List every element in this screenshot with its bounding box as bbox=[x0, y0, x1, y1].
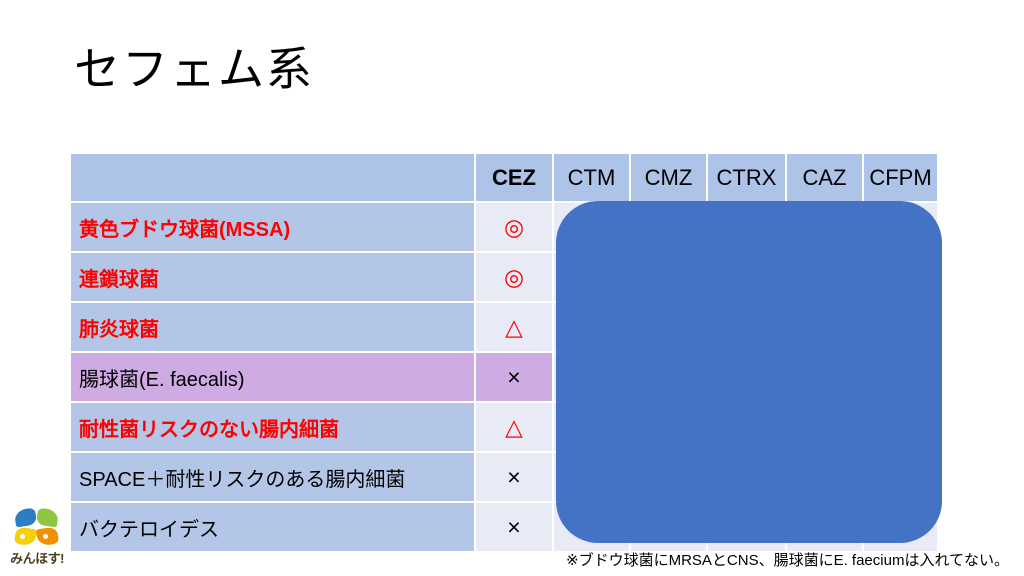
table-corner-cell bbox=[70, 153, 475, 202]
pinwheel-icon bbox=[13, 507, 60, 547]
column-header-cfpm: CFPM bbox=[863, 153, 938, 202]
blue-cover-overlay bbox=[556, 201, 942, 543]
cell-cez-mssa: ◎ bbox=[475, 202, 553, 252]
cell-cez-enterococcus-faecalis: × bbox=[475, 352, 553, 402]
petal-bottom-left-icon bbox=[13, 526, 38, 547]
cell-cez-pneumococcus: △ bbox=[475, 302, 553, 352]
footnote-text: ※ブドウ球菌にMRSAとCNS、腸球菌にE. faeciumは入れてない。 bbox=[566, 552, 1009, 569]
cell-cez-enterobacteriaceae-no-risk: △ bbox=[475, 402, 553, 452]
column-header-ctrx: CTRX bbox=[707, 153, 786, 202]
row-label-enterococcus-faecalis: 腸球菌(E. faecalis) bbox=[70, 352, 475, 402]
column-header-cmz: CMZ bbox=[630, 153, 707, 202]
petal-top-right-icon bbox=[35, 507, 60, 528]
cell-cez-space-resistant: × bbox=[475, 452, 553, 502]
table-header-row: CEZ CTM CMZ CTRX CAZ CFPM bbox=[70, 153, 938, 202]
page-title: セフェム系 bbox=[74, 43, 314, 95]
brand-logo: みんほす! bbox=[6, 507, 68, 571]
cell-cez-streptococcus: ◎ bbox=[475, 252, 553, 302]
row-label-space-resistant: SPACE＋耐性リスクのある腸内細菌 bbox=[70, 452, 475, 502]
brand-logo-text: みんほす! bbox=[10, 551, 64, 566]
row-label-pneumococcus: 肺炎球菌 bbox=[70, 302, 475, 352]
row-label-bacteroides: バクテロイデス bbox=[70, 502, 475, 552]
petal-dot-right-icon bbox=[43, 534, 48, 539]
row-label-streptococcus: 連鎖球菌 bbox=[70, 252, 475, 302]
column-header-ctm: CTM bbox=[553, 153, 630, 202]
cell-cez-bacteroides: × bbox=[475, 502, 553, 552]
row-label-mssa: 黄色ブドウ球菌(MSSA) bbox=[70, 202, 475, 252]
column-header-caz: CAZ bbox=[786, 153, 863, 202]
row-label-enterobacteriaceae-no-risk: 耐性菌リスクのない腸内細菌 bbox=[70, 402, 475, 452]
column-header-cez: CEZ bbox=[475, 153, 553, 202]
petal-dot-left-icon bbox=[20, 534, 25, 539]
petal-top-left-icon bbox=[13, 507, 38, 528]
